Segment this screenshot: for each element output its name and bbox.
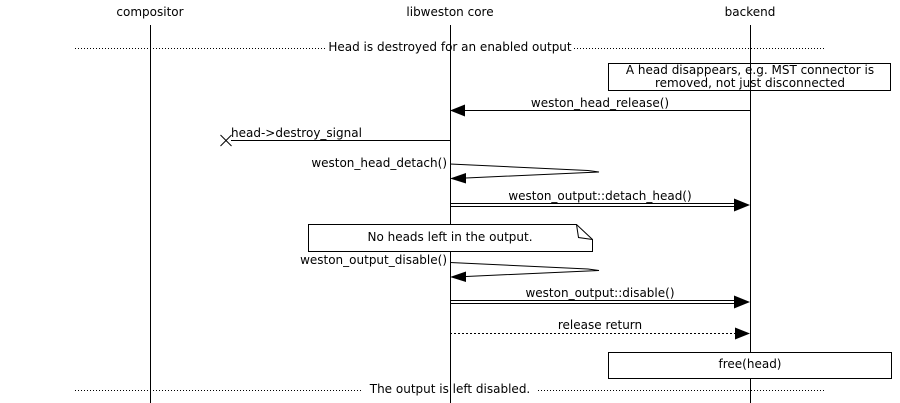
label-head-detach: weston_head_detach() bbox=[311, 156, 447, 170]
arrow-head-detach-self bbox=[449, 163, 600, 184]
arrowhead-right-icon bbox=[734, 198, 750, 212]
note-head-disappears-line2: removed, not just disconnected bbox=[654, 76, 846, 90]
note-head-disappears: A head disappears, e.g. MST connector is… bbox=[626, 64, 874, 90]
participant-libweston-core: libweston core bbox=[406, 5, 494, 19]
label-destroy-signal: head->destroy_signal bbox=[231, 126, 362, 140]
fold-corner-icon bbox=[576, 224, 593, 240]
arrowhead-right-icon bbox=[734, 295, 750, 309]
note-no-heads-label: No heads left in the output. bbox=[367, 230, 533, 244]
arrowhead-right-icon bbox=[735, 327, 750, 340]
arrowhead-left-icon bbox=[450, 104, 465, 117]
arrowhead-left-icon bbox=[450, 173, 466, 184]
divider-bottom-label: The output is left disabled. bbox=[369, 382, 531, 396]
arrow-detach-head bbox=[450, 198, 750, 212]
arrow-disable bbox=[450, 295, 750, 309]
divider-top-label: Head is destroyed for an enabled output bbox=[328, 40, 572, 54]
label-detach-head: weston_output::detach_head() bbox=[508, 189, 692, 203]
label-output-disable: weston_output_disable() bbox=[300, 253, 447, 267]
note-box-head-disappears bbox=[608, 63, 891, 91]
note-box-no-heads bbox=[308, 224, 593, 252]
box-free-head bbox=[608, 352, 892, 379]
note-head-disappears-line1: A head disappears, e.g. MST connector is bbox=[625, 63, 875, 77]
arrowhead-left-icon bbox=[450, 271, 466, 282]
arrow-output-disable-self bbox=[449, 262, 600, 282]
arrow-destroy-signal bbox=[220, 134, 450, 147]
arrow-head-release bbox=[450, 104, 750, 117]
participant-backend: backend bbox=[724, 5, 776, 19]
participant-compositor: compositor bbox=[116, 5, 184, 19]
lost-message-x-icon bbox=[220, 134, 232, 147]
box-free-head-label: free(head) bbox=[718, 357, 782, 371]
label-head-release: weston_head_release() bbox=[530, 96, 670, 110]
label-release-return: release return bbox=[557, 318, 643, 332]
label-disable: weston_output::disable() bbox=[525, 286, 675, 300]
arrow-release-return bbox=[450, 327, 750, 340]
